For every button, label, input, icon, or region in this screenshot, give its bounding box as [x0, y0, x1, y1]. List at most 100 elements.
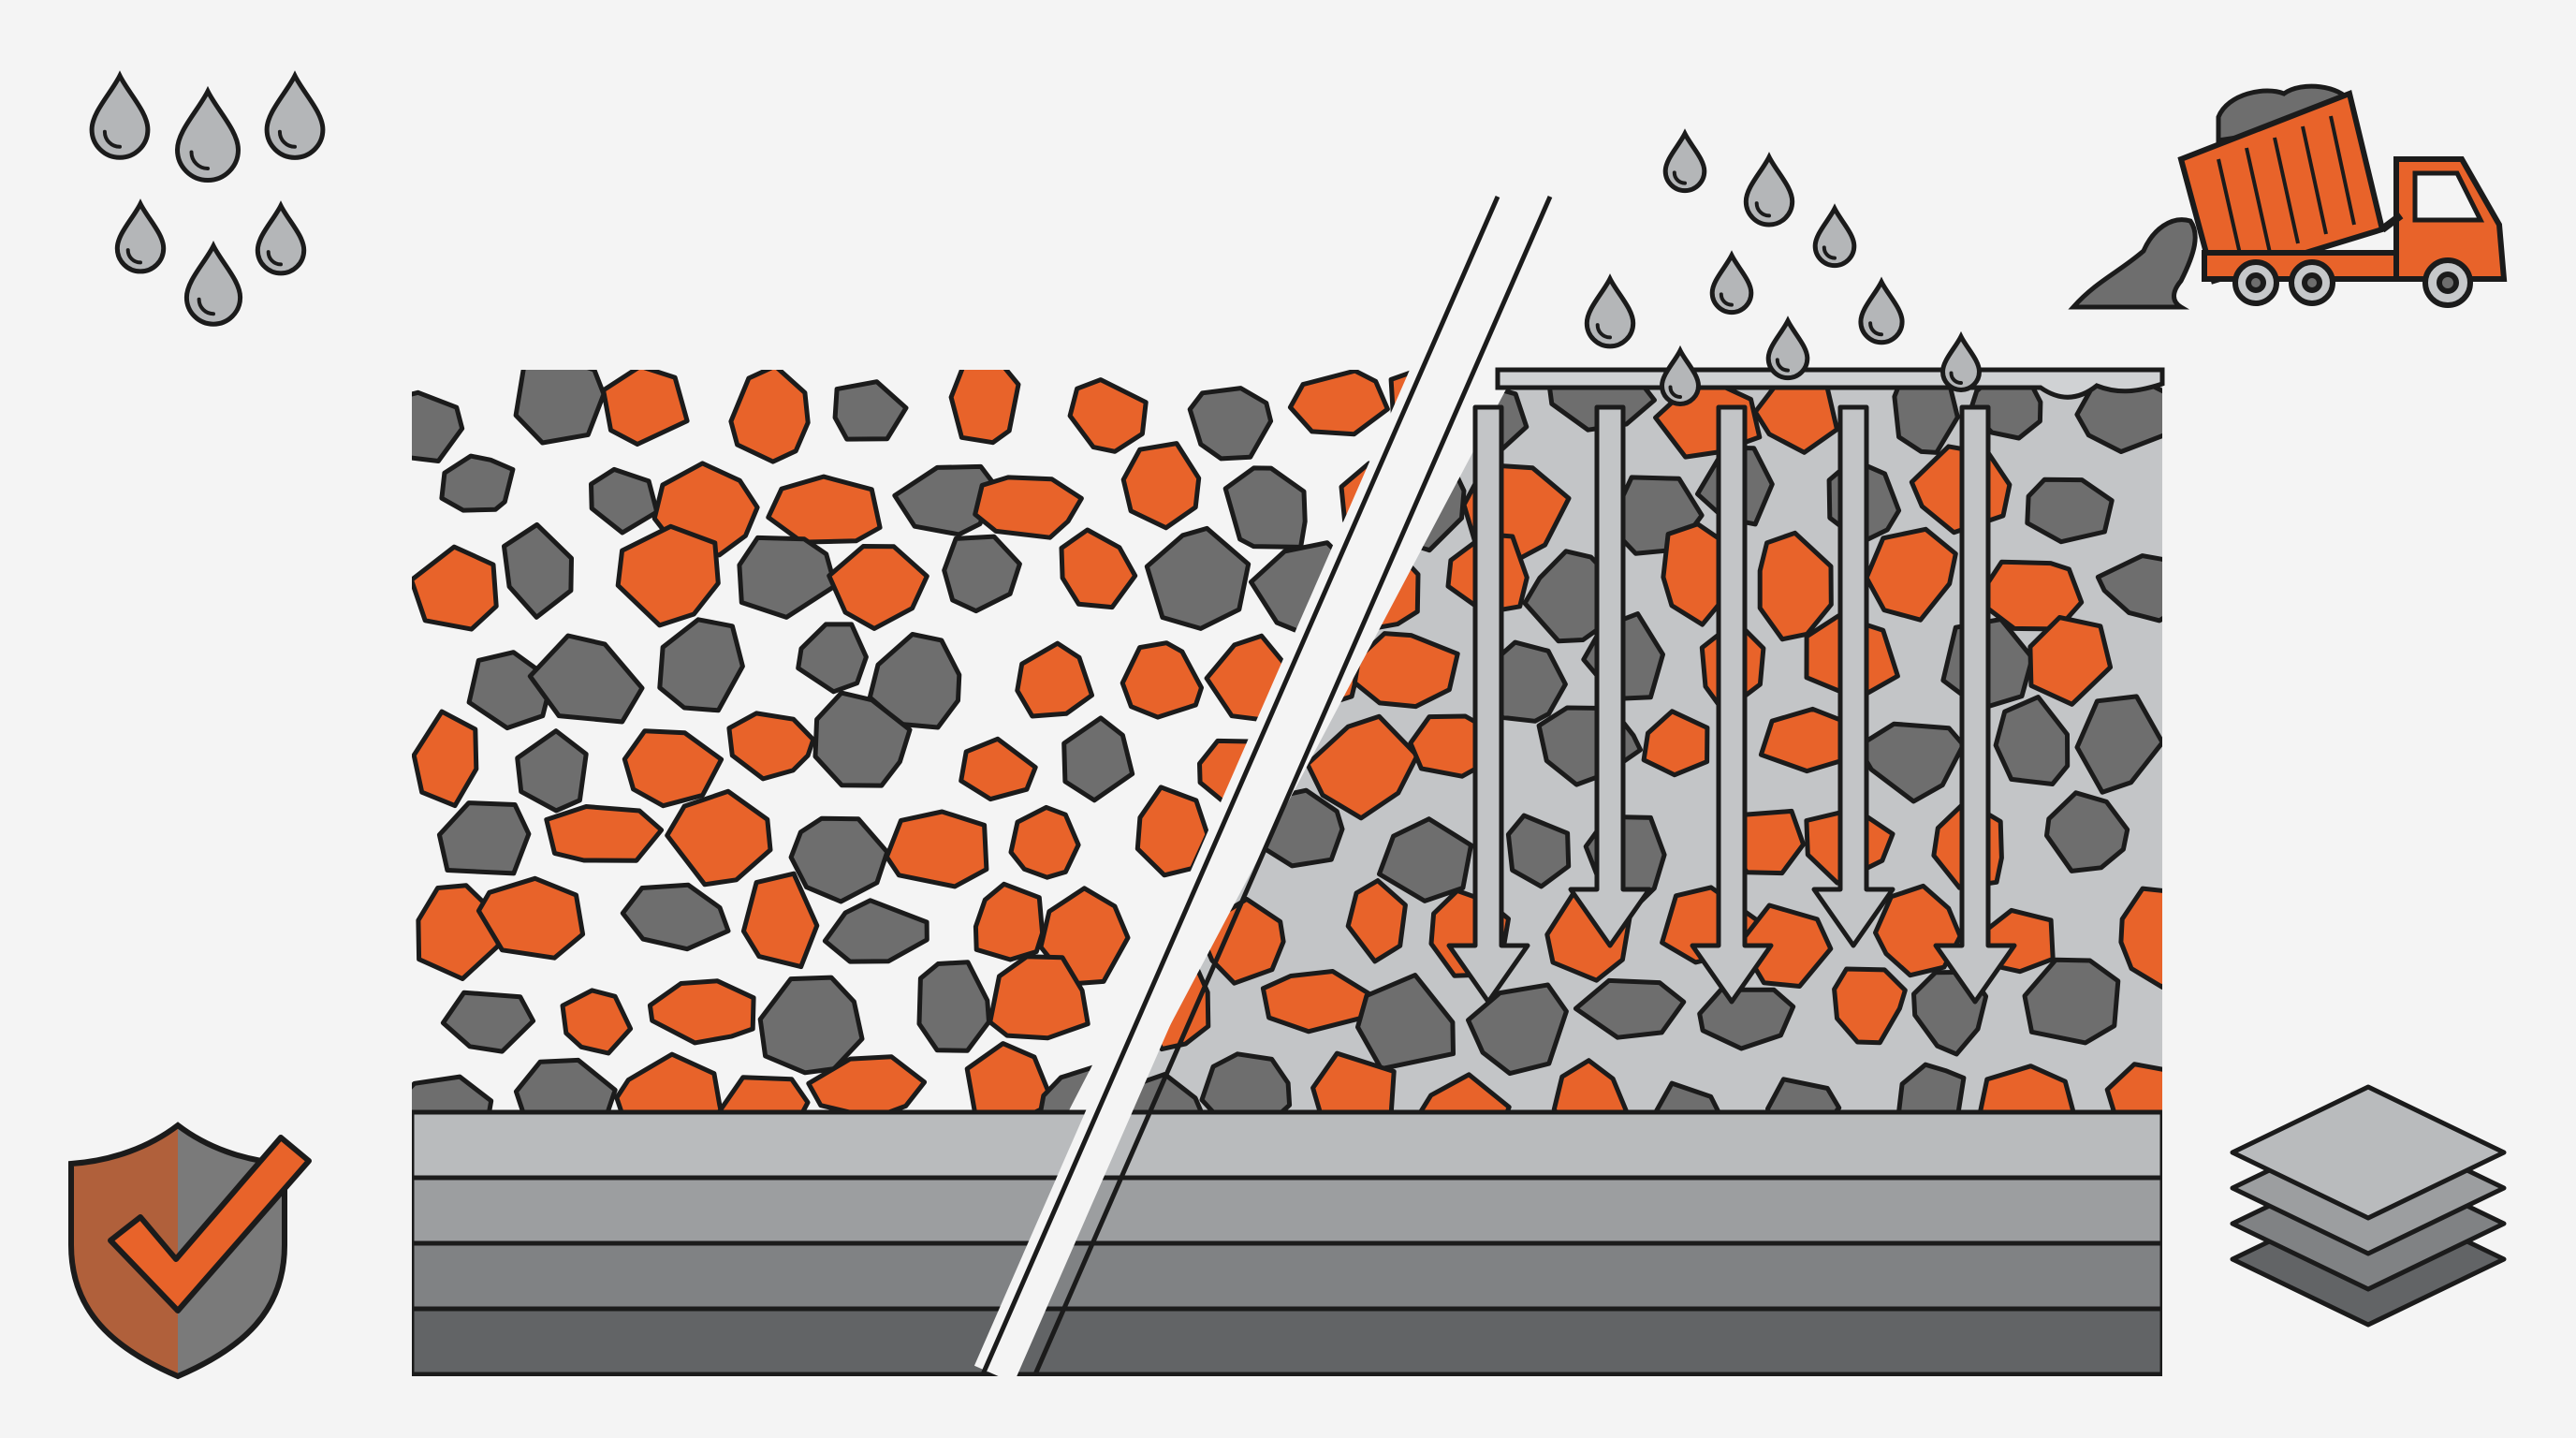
gray-aggregate-stone — [2095, 553, 2162, 624]
gray-aggregate-stone — [916, 960, 991, 1053]
orange-aggregate-stone — [827, 544, 929, 631]
gray-aggregate-stone — [788, 815, 890, 904]
gray-aggregate-stone — [892, 463, 1000, 537]
subbase-layer — [412, 1175, 1109, 1246]
gray-aggregate-stone — [657, 617, 745, 713]
gray-aggregate-stone — [1765, 1077, 1842, 1114]
gray-aggregate-stone — [1466, 982, 1569, 1077]
orange-aggregate-stone — [948, 370, 1021, 446]
gray-aggregate-stone — [439, 453, 516, 513]
orange-aggregate-stone — [1352, 631, 1460, 710]
orange-aggregate-stone — [1305, 713, 1420, 821]
gray-aggregate-stone — [737, 535, 838, 620]
gray-aggregate-stone — [440, 990, 536, 1054]
gray-aggregate-stone — [436, 800, 532, 876]
gray-aggregate-stone — [502, 521, 574, 620]
gray-aggregate-stone — [1061, 715, 1135, 803]
orange-aggregate-stone — [544, 804, 665, 863]
orange-aggregate-stone — [713, 1075, 811, 1114]
gray-aggregate-stone — [1144, 525, 1251, 631]
orange-aggregate-stone — [1411, 1072, 1512, 1114]
orange-aggregate-stone — [766, 474, 883, 545]
orange-aggregate-stone — [476, 875, 586, 961]
gray-aggregate-stone — [812, 690, 913, 788]
orange-aggregate-stone — [622, 728, 724, 809]
gray-aggregate-stone — [515, 728, 589, 814]
gray-aggregate-stone — [620, 882, 731, 952]
orange-aggregate-stone — [601, 370, 690, 447]
shield-check-icon — [68, 1122, 312, 1380]
gray-aggregate-stone — [1993, 695, 2071, 786]
orange-aggregate-stone — [1120, 441, 1202, 531]
orange-aggregate-stone — [1067, 377, 1149, 454]
orange-aggregate-stone — [728, 370, 811, 464]
subbase-layer — [1002, 1306, 2162, 1376]
gray-aggregate-stone — [1505, 813, 1572, 889]
down-arrow-icon — [1446, 404, 1530, 1005]
stacked-layers-icon — [2230, 1084, 2507, 1328]
orange-aggregate-stone — [412, 544, 499, 632]
down-arrow-icon — [1811, 404, 1895, 948]
orange-aggregate-stone — [560, 988, 634, 1056]
gray-aggregate-stone — [1222, 465, 1308, 550]
section-divider — [973, 187, 1553, 1384]
gray-aggregate-stone — [1896, 1062, 1967, 1114]
subbase-layer — [412, 1240, 1109, 1312]
subbase-layer — [1002, 1240, 2162, 1312]
orange-aggregate-stone — [1015, 640, 1094, 719]
gray-aggregate-stone — [412, 1074, 494, 1114]
orange-aggregate-stone — [988, 954, 1090, 1041]
orange-aggregate-stone — [665, 788, 773, 888]
down-arrow-icon — [1690, 404, 1774, 1005]
gray-aggregate-stone — [589, 466, 660, 536]
gray-aggregate-stone — [2074, 694, 2162, 795]
gray-aggregate-stone — [2044, 790, 2130, 873]
subbase-layers-right — [1002, 1109, 2162, 1376]
down-arrow-icon — [1933, 404, 2017, 1005]
stacked-layer-sheet — [2230, 1084, 2507, 1221]
soil-pile — [2068, 217, 2198, 310]
orange-aggregate-stone — [740, 871, 820, 970]
orange-aggregate-stone — [2104, 1062, 2162, 1114]
orange-aggregate-stone — [1008, 804, 1081, 880]
gray-aggregate-stone — [2022, 957, 2121, 1046]
gray-aggregate-stone — [796, 622, 869, 695]
orange-aggregate-stone — [2118, 886, 2162, 990]
gray-aggregate-stone — [2025, 477, 2115, 545]
orange-aggregate-stone — [1134, 785, 1210, 878]
orange-aggregate-stone — [412, 709, 479, 809]
orange-aggregate-stone — [2027, 615, 2114, 707]
orange-aggregate-stone — [1287, 370, 1390, 437]
orange-aggregate-stone — [1864, 526, 1958, 623]
gray-aggregate-stone — [942, 534, 1022, 614]
orange-aggregate-stone — [1059, 527, 1138, 610]
down-arrow-icon — [1568, 404, 1652, 948]
gray-aggregate-stone — [1573, 977, 1687, 1040]
orange-aggregate-stone — [647, 978, 756, 1046]
orange-aggregate-stone — [615, 523, 721, 628]
gray-aggregate-stone — [832, 379, 909, 442]
orange-aggregate-stone — [1310, 1050, 1397, 1114]
gray-aggregate-stone — [513, 370, 607, 446]
orange-aggregate-stone — [1120, 640, 1204, 720]
truck-window — [2412, 170, 2485, 223]
gray-aggregate-stone — [822, 898, 929, 964]
gray-aggregate-stone — [513, 1057, 618, 1114]
gray-aggregate-stone — [1648, 1080, 1725, 1114]
orange-aggregate-stone — [1345, 878, 1408, 964]
subbase-layers-left — [412, 1109, 1109, 1376]
orange-aggregate-stone — [973, 881, 1046, 962]
gray-aggregate-stone — [466, 650, 554, 731]
orange-aggregate-stone — [1737, 902, 1834, 989]
gray-aggregate-stone — [1187, 386, 1274, 462]
orange-aggregate-stone — [1758, 706, 1850, 774]
gray-aggregate-stone — [412, 389, 465, 463]
gray-aggregate-stone — [1855, 721, 1966, 804]
orange-aggregate-stone — [959, 736, 1038, 802]
gray-aggregate-stone — [1377, 816, 1473, 903]
subbase-layers — [412, 1109, 2162, 1376]
gray-aggregate-stone — [2074, 370, 2162, 454]
rain-drops-icon — [1584, 128, 1983, 406]
orange-aggregate-stone — [1832, 966, 1908, 1046]
